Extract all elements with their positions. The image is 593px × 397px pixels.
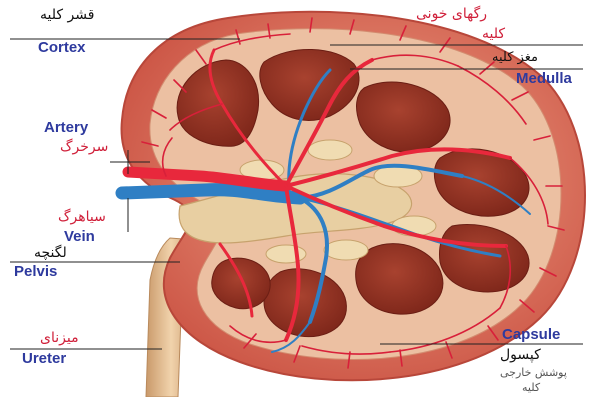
calyx-5 xyxy=(324,240,368,260)
label-ureter-fa: میزنای xyxy=(40,331,79,345)
calyx-2 xyxy=(308,140,352,160)
label-cortex-en: Cortex xyxy=(38,40,86,55)
label-capsule-desc-line2: كليه xyxy=(522,382,540,393)
label-ureter-en: Ureter xyxy=(22,351,66,366)
label-pelvis-en: Pelvis xyxy=(14,264,57,279)
label-vein-fa: سیاهرگ xyxy=(58,210,106,224)
label-artery-en: Artery xyxy=(44,120,88,135)
label-pelvis-fa: لگنچه xyxy=(34,246,67,260)
label-medulla-fa: مغز كليه xyxy=(492,51,538,64)
label-vein-en: Vein xyxy=(64,229,95,244)
calyx-6 xyxy=(266,245,306,263)
label-blood-vessels-fa-line2: كليه xyxy=(482,27,505,41)
label-blood-vessels-fa-line1: رگهای خونی xyxy=(416,7,487,21)
label-capsule-en: Capsule xyxy=(502,327,560,342)
label-capsule-desc-line1: پوشش خارجی xyxy=(500,367,567,378)
label-artery-fa: سرخرگ xyxy=(60,140,108,154)
label-medulla-en: Medulla xyxy=(516,71,572,86)
label-capsule-fa: كپسول xyxy=(500,348,541,362)
label-cortex-fa: قشر كليه xyxy=(40,8,94,22)
